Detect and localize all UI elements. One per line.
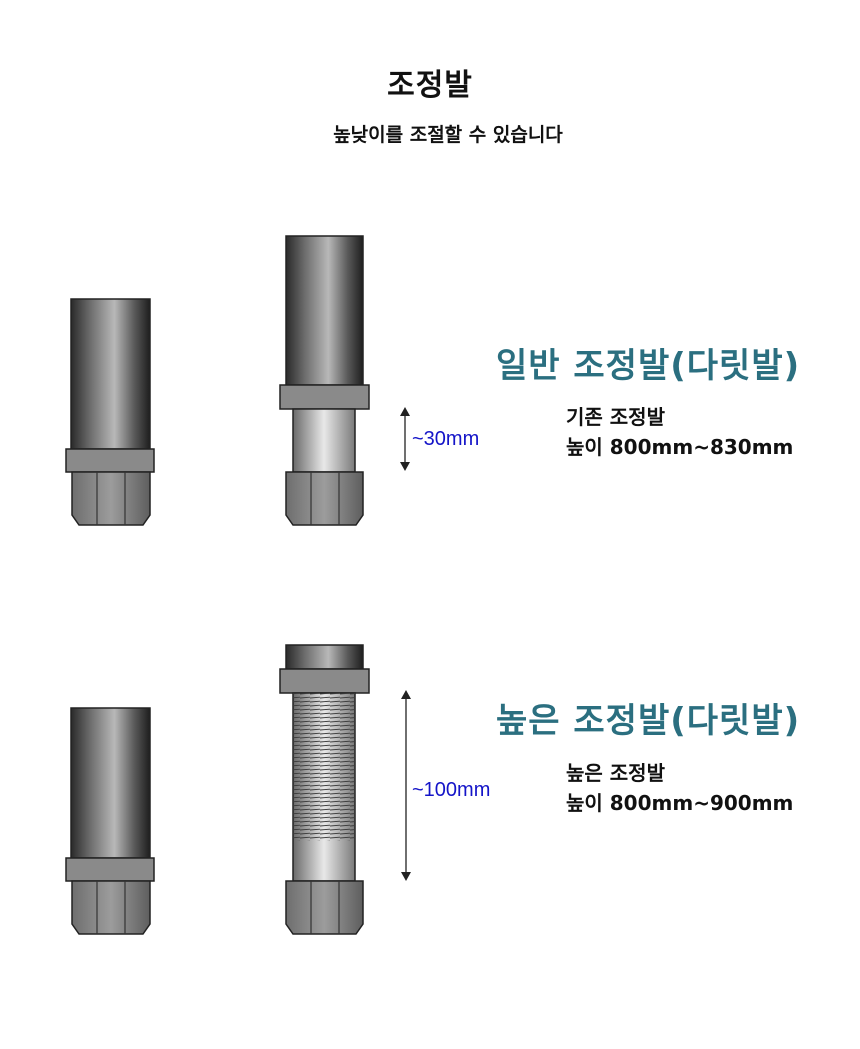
hex-base	[285, 880, 364, 935]
foot-tube	[285, 644, 364, 670]
standard-foot-extended	[279, 235, 370, 526]
page-title: 조정발	[387, 68, 473, 103]
standard-foot-heading: 일반 조정발(다릿발)	[496, 346, 801, 386]
hex-base	[285, 471, 364, 526]
rod-thread	[293, 693, 355, 841]
dimension-arrow-30mm	[400, 407, 410, 471]
high-foot-desc-2: 높이 800mm~900mm	[566, 791, 794, 815]
foot-tube	[70, 298, 151, 450]
hex-base	[71, 880, 151, 935]
lock-nut	[279, 668, 370, 694]
lock-nut	[65, 448, 155, 473]
high-foot-collapsed	[65, 707, 155, 935]
dimension-label-30mm: ~30mm	[412, 428, 480, 450]
foot-tube	[70, 707, 151, 859]
standard-foot-desc-1: 기존 조정발	[566, 405, 665, 429]
high-foot-desc-1: 높은 조정발	[566, 761, 665, 785]
hex-base	[71, 471, 151, 526]
high-foot-extended	[279, 644, 370, 935]
foot-tube	[285, 235, 364, 386]
lock-nut	[65, 857, 155, 882]
page-subtitle: 높낮이를 조절할 수 있습니다	[333, 124, 563, 146]
dimension-label-100mm: ~100mm	[412, 779, 491, 801]
lock-nut	[279, 384, 370, 410]
high-foot-heading: 높은 조정발(다릿발)	[496, 701, 801, 741]
threaded-rod	[292, 408, 356, 473]
dimension-arrow-100mm	[401, 690, 411, 881]
standard-foot-desc-2: 높이 800mm~830mm	[566, 435, 794, 459]
standard-foot-collapsed	[65, 298, 155, 526]
